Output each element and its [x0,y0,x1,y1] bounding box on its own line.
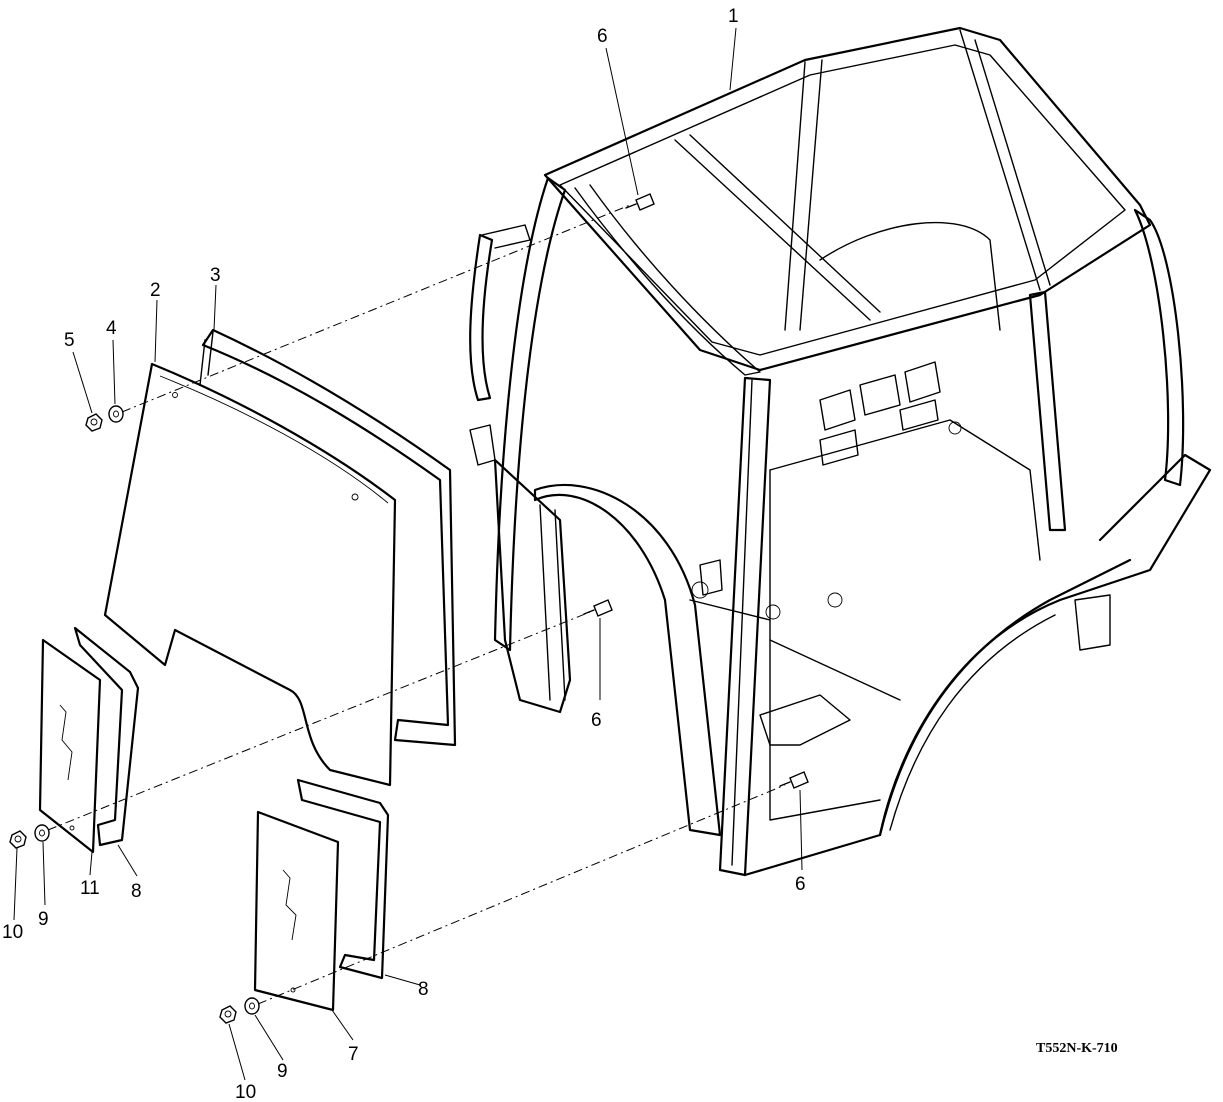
callout-8-upper: 8 [131,881,142,902]
callout-4: 4 [106,318,117,339]
nut-10-lower [219,1005,237,1024]
callout-6-bottom: 6 [795,874,806,895]
side-glass-left [38,638,102,854]
callout-10-lower: 10 [235,1082,256,1102]
callout-8-lower: 8 [418,979,429,1000]
side-glass-right [253,810,340,1012]
front-glass-seal [199,328,457,747]
leader-lines [13,27,803,1081]
callout-1: 1 [728,6,739,27]
washer-9-lower [244,997,260,1015]
callout-10-upper: 10 [2,922,23,943]
callout-9-upper: 9 [38,909,49,930]
washer-9-upper [34,824,50,842]
cab-frame [469,26,1212,877]
bolt-6-bottom [779,771,809,789]
callout-2: 2 [150,280,161,301]
nut-5 [85,413,103,432]
bolt-6-top [625,193,655,211]
callout-11: 11 [80,878,100,899]
bolt-6-middle [583,599,613,617]
callout-7: 7 [348,1044,359,1065]
washer-4 [108,405,124,423]
front-glass-panel [103,362,397,787]
side-glass-seal-right [296,778,390,980]
callout-5: 5 [64,330,75,351]
nut-10-upper [9,830,27,849]
assembly-lines [47,204,786,1005]
callout-3: 3 [210,265,221,286]
callout-9-lower: 9 [277,1061,288,1082]
callout-6-top: 6 [597,26,608,47]
side-glass-seal-left [73,626,140,847]
callout-6-middle: 6 [591,710,602,731]
drawing-number: T552N-K-710 [1036,1041,1118,1056]
